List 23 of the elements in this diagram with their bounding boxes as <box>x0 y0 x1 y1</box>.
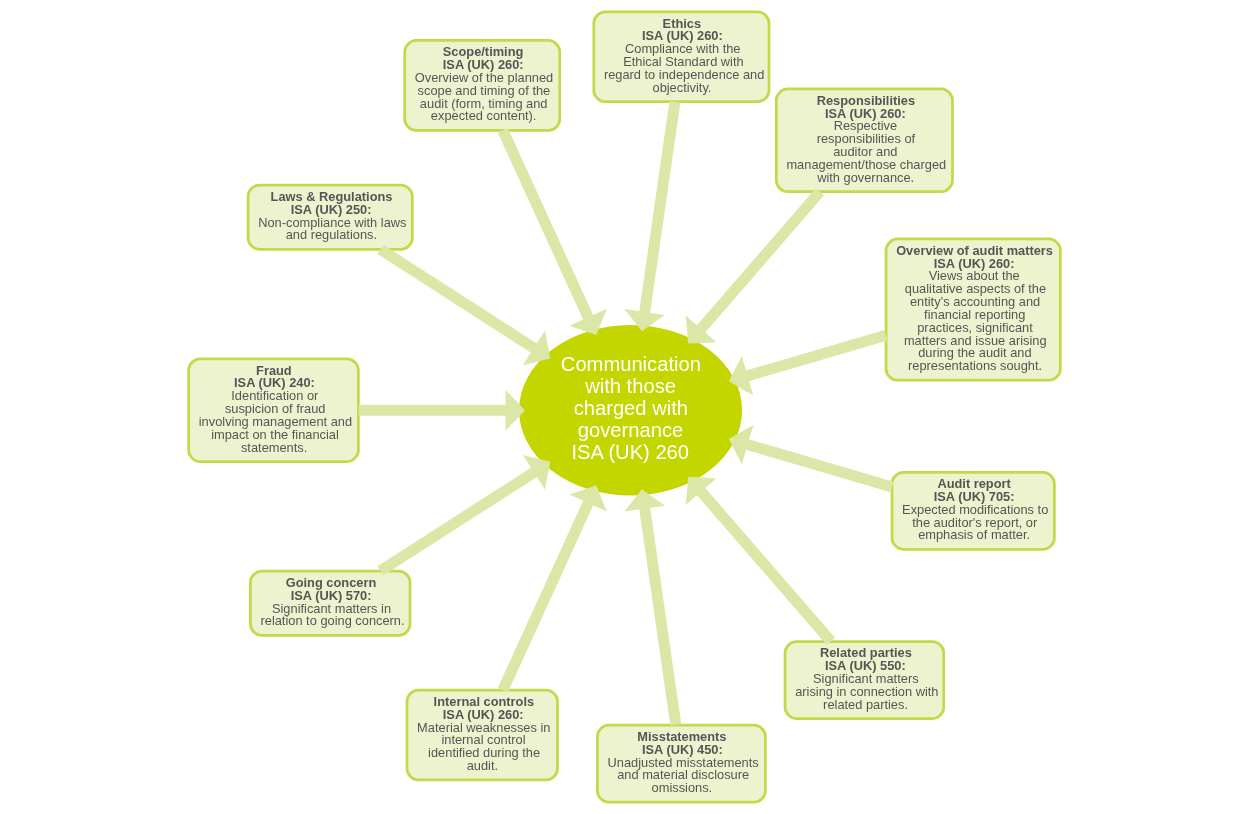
node-box: Audit report ISA (UK) 705: Expected modifications to the auditor's report, or emphasis of matter. <box>890 470 1056 551</box>
arrow <box>728 329 888 396</box>
node-box: Scope/timing ISA (UK) 260: Overview of the planned scope and timing of the audit (form, timing and expected content). <box>403 39 562 132</box>
node-box: Laws & Regulations ISA (UK) 250: Non-compliance with laws and regulations. <box>246 183 414 251</box>
arrow <box>377 244 551 366</box>
node-box: Ethics ISA (UK) 260: Compliance with the Ethical Standard with regard to independence and objectivity. <box>592 10 771 104</box>
node-box: Fraud ISA (UK) 240: Identification or suspicion of fraud involving management and impact on the financial statements. <box>187 357 360 463</box>
arrow <box>497 128 607 336</box>
arrow <box>624 101 681 332</box>
node-box: Misstatements ISA (UK) 450: Unadjusted misstatements and material disclosure omissions. <box>596 723 767 804</box>
arrow <box>685 188 825 344</box>
node-box: Related parties ISA (UK) 550: Significant matters arising in connection with related parties. <box>783 640 946 720</box>
arrow <box>624 489 682 726</box>
arrow <box>685 476 836 645</box>
arrow <box>497 485 607 693</box>
node-box: Responsibilities ISA (UK) 260: Respective responsibilities of auditor and management/those charged with governance. <box>774 87 954 194</box>
node-box: Overview of audit matters ISA (UK) 260: Views about the qualitative aspects of the entity’s accounting and financial reporting practices, significant matters and issue arising during the audit and representations sought. <box>884 237 1062 382</box>
arrow <box>358 389 526 431</box>
node-box: Internal controls ISA (UK) 260: Material weaknesses in internal control identified during the audit. <box>405 688 559 782</box>
node-box: Going concern ISA (UK) 570: Significant matters in relation to going concern. <box>249 569 412 637</box>
arrow <box>377 455 551 576</box>
node-ellipse: Communication with those charged with governance ISA (UK) 260 <box>516 322 745 499</box>
arrow <box>728 424 894 493</box>
